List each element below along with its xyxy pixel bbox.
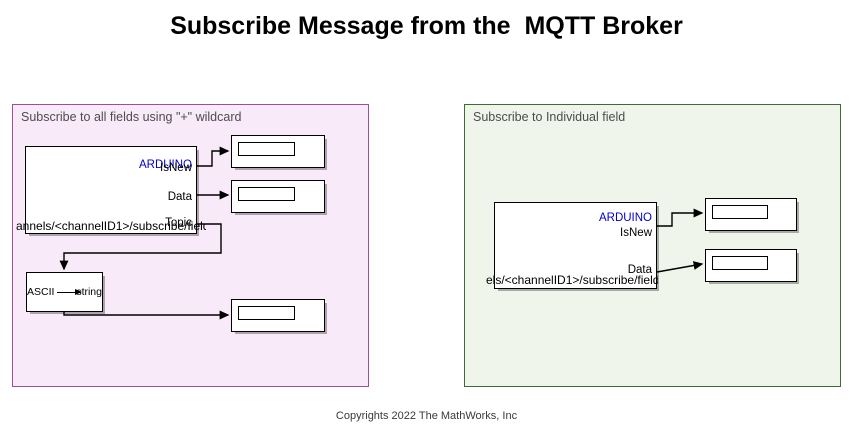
ascii-right-label: string	[76, 286, 102, 298]
display-block-topic-all[interactable]	[231, 299, 325, 332]
area-right-label: Subscribe to Individual field	[473, 110, 626, 124]
ascii-left-label: ASCII	[27, 286, 55, 298]
display-block-data-individual[interactable]	[705, 249, 797, 282]
area-left-label: Subscribe to all fields using "+" wildca…	[21, 110, 242, 124]
topic-text-individual: els/<channelID1>/subscribe/fields/fie	[486, 273, 658, 287]
page-title: Subscribe Message from the MQTT Broker	[170, 12, 683, 40]
block-title-arduino-all: ARDUINO	[138, 159, 192, 171]
display-block-data-all[interactable]	[231, 180, 325, 213]
display-value	[238, 306, 296, 320]
port-label-isnew-individual: IsNew	[620, 227, 652, 239]
copyright-footer: Copyrights 2022 The MathWorks, Inc	[335, 410, 518, 422]
mqtt-subscribe-individual-block[interactable]: ARDUINO IsNew Data	[494, 202, 657, 289]
port-label-data-all: Data	[167, 191, 192, 203]
display-block-isnew-individual[interactable]	[705, 198, 797, 231]
display-block-isnew-all[interactable]	[231, 135, 325, 168]
display-value	[238, 187, 296, 201]
port-label-topic-all: Topic	[165, 217, 192, 229]
topic-text-all: annels/<channelID1>/subscribe/fields/	[16, 219, 206, 233]
display-value	[238, 142, 296, 156]
port-label-data-individual: Data	[627, 264, 652, 276]
mqtt-subscribe-all-block[interactable]: ARDUINO IsNew Data Topic	[25, 146, 197, 234]
ascii-to-string-content: ASCII string	[27, 273, 102, 311]
block-title-arduino-individual: ARDUINO	[598, 212, 652, 224]
ascii-to-string-block[interactable]: ASCII string	[26, 272, 103, 312]
right-arrow-icon	[57, 288, 83, 296]
display-value	[712, 205, 768, 219]
port-label-isnew-all: IsNew	[160, 162, 192, 174]
display-value	[712, 256, 768, 270]
